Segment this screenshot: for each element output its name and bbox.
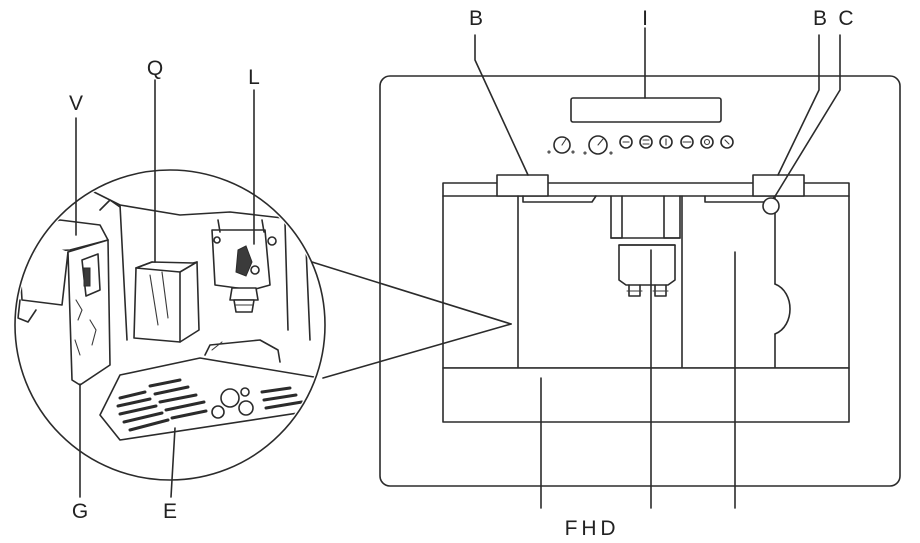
coffee-outlet — [618, 244, 676, 286]
label-detail-l: L — [248, 66, 260, 89]
label-display: I — [642, 7, 648, 30]
button-5 — [700, 135, 714, 149]
drip-tray — [442, 367, 850, 423]
handle-right-body — [752, 174, 805, 197]
control-panel — [547, 135, 734, 155]
handle-left-body — [496, 174, 549, 197]
detail-contents — [17, 189, 321, 441]
rotary-knob-right — [588, 135, 608, 155]
label-handle-right: B — [813, 7, 827, 30]
label-detail-g: G — [72, 500, 88, 523]
display-window — [570, 97, 722, 123]
label-detail-v: V — [69, 92, 83, 115]
label-cup-light: C — [838, 7, 853, 30]
rotary-knob-left — [553, 136, 571, 154]
label-bottom-f: F — [565, 517, 578, 540]
label-detail-e: E — [163, 500, 177, 523]
button-2 — [639, 135, 653, 149]
button-3 — [659, 135, 673, 149]
cup-light — [762, 197, 780, 215]
front-panel — [442, 174, 850, 369]
label-detail-q: Q — [147, 57, 163, 80]
button-4 — [680, 135, 694, 149]
label-bottom-d: D — [600, 517, 615, 540]
button-1 — [619, 135, 633, 149]
leader-lines — [75, 27, 841, 509]
label-handle-left: B — [469, 7, 483, 30]
button-6 — [720, 135, 734, 149]
label-bottom-h: H — [581, 517, 596, 540]
